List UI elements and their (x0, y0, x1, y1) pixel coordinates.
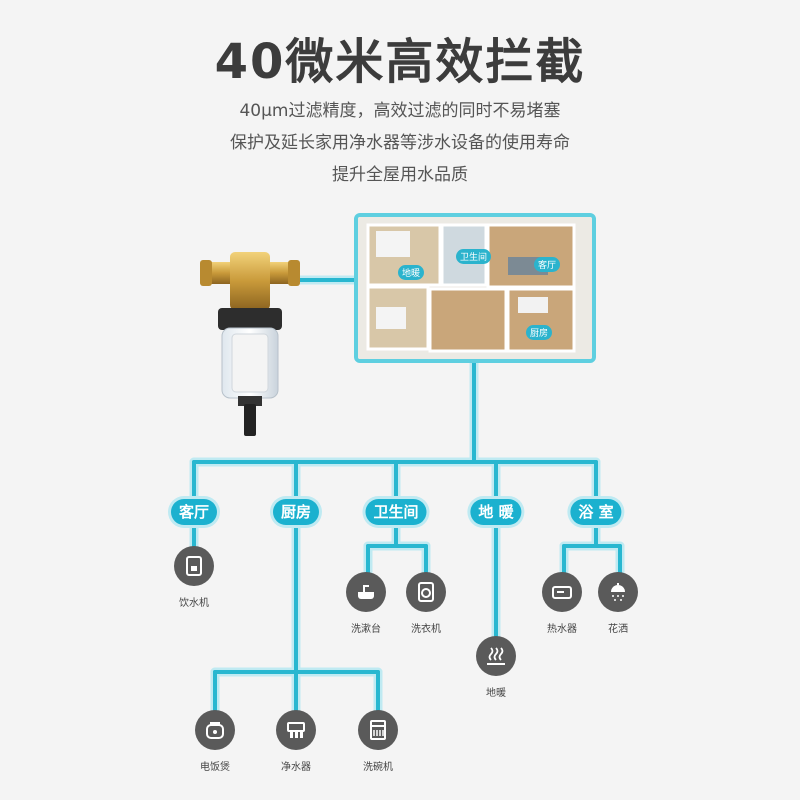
washing-machine-icon (406, 572, 446, 612)
appliance-label-rice-cooker: 电饭煲 (200, 762, 230, 773)
dishwasher-icon (358, 710, 398, 750)
appliance-label-heater: 热水器 (547, 624, 577, 635)
floorplan-tag-living: 客厅 (534, 257, 561, 272)
appliance-label-dispenser: 饮水机 (179, 598, 209, 609)
floorplan-tag-heating: 地暖 (398, 265, 425, 280)
floorplan-tag-bathroom: 卫生间 (456, 249, 492, 264)
category-heating: 地 暖 (470, 499, 522, 525)
water-purifier-icon (276, 710, 316, 750)
floor-heating-icon (476, 636, 516, 676)
category-shower-room: 浴 室 (570, 499, 622, 525)
prefilter-product-image (200, 252, 300, 436)
appliance-label-floor-heat: 地暖 (486, 688, 506, 699)
appliance-label-dishwasher: 洗碗机 (363, 762, 393, 773)
water-dispenser-icon (174, 546, 214, 586)
appliance-label-basin: 洗漱台 (351, 624, 381, 635)
appliance-label-purifier: 净水器 (281, 762, 311, 773)
category-living: 客厅 (170, 499, 218, 525)
appliance-label-washer: 洗衣机 (411, 624, 441, 635)
category-bathroom: 卫生间 (365, 499, 427, 525)
water-heater-icon (542, 572, 582, 612)
category-kitchen: 厨房 (272, 499, 320, 525)
page-title: 40微米高效拦截 (214, 34, 586, 90)
subtitle-line-3: 提升全屋用水品质 (332, 165, 468, 185)
shower-icon (598, 572, 638, 612)
wash-basin-icon (346, 572, 386, 612)
floorplan-tag-kitchen: 厨房 (526, 325, 553, 340)
subtitle-line-1: 40μm过滤精度，高效过滤的同时不易堵塞 (239, 101, 561, 121)
subtitle-line-2: 保护及延长家用净水器等涉水设备的使用寿命 (230, 133, 570, 153)
rice-cooker-icon (195, 710, 235, 750)
appliance-label-shower: 花洒 (608, 624, 628, 635)
house-floorplan: 地暖 卫生间 客厅 厨房 (354, 213, 596, 363)
floorplan-drawing (358, 217, 592, 359)
